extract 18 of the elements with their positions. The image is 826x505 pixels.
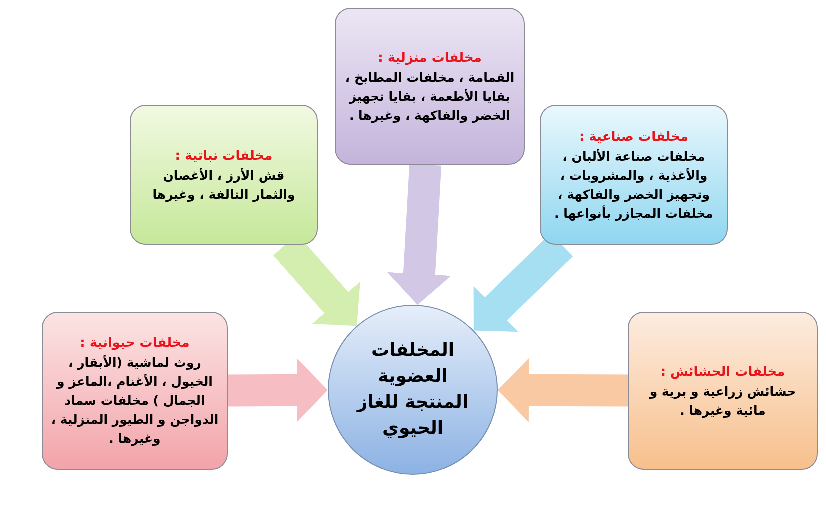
- circle-title: المخلفات العضوية المنتجة للغاز الحيوي: [356, 339, 470, 441]
- body-text: القمامة ، مخلفات المطابخ ، بقايا الأطعمة ، بقايا تجهيز الخضر والفاكهة ، وغيرها .: [344, 68, 516, 124]
- category-box: [335, 8, 525, 165]
- body-text: مخلفات صناعة الألبان ، والأغذية ، والمشروبات ، وتجهيز الخضر والفاكهة ، مخلفات المجازر بأنواعها .: [553, 148, 715, 222]
- category-box: [628, 312, 818, 470]
- heading-text: مخلفات حيوانية :: [80, 335, 190, 353]
- heading-text: مخلفات صناعية :: [579, 128, 689, 146]
- category-box: [130, 105, 318, 245]
- category-box: [42, 312, 228, 470]
- heading-text: مخلفات الحشائش :: [660, 364, 786, 382]
- body-text: قش الأرز ، الأغصان والثمار التالفة ، وغيرها: [152, 166, 296, 204]
- body-text: روث لماشية (الأبقار ، الخيول ، الأغنام ،الماعز و الجمال ) مخلفات سماد الدواجن و الطيور المنزلية ، وغيرها .: [51, 354, 219, 448]
- block-arrow: [388, 164, 452, 306]
- block-arrow: [498, 358, 628, 422]
- heading-text: مخلفات منزلية :: [378, 50, 482, 68]
- body-text: حشائش زراعية و برية و مائية وغيرها .: [648, 382, 798, 420]
- heading-text: مخلفات نباتية :: [175, 148, 273, 166]
- category-box: [540, 105, 728, 245]
